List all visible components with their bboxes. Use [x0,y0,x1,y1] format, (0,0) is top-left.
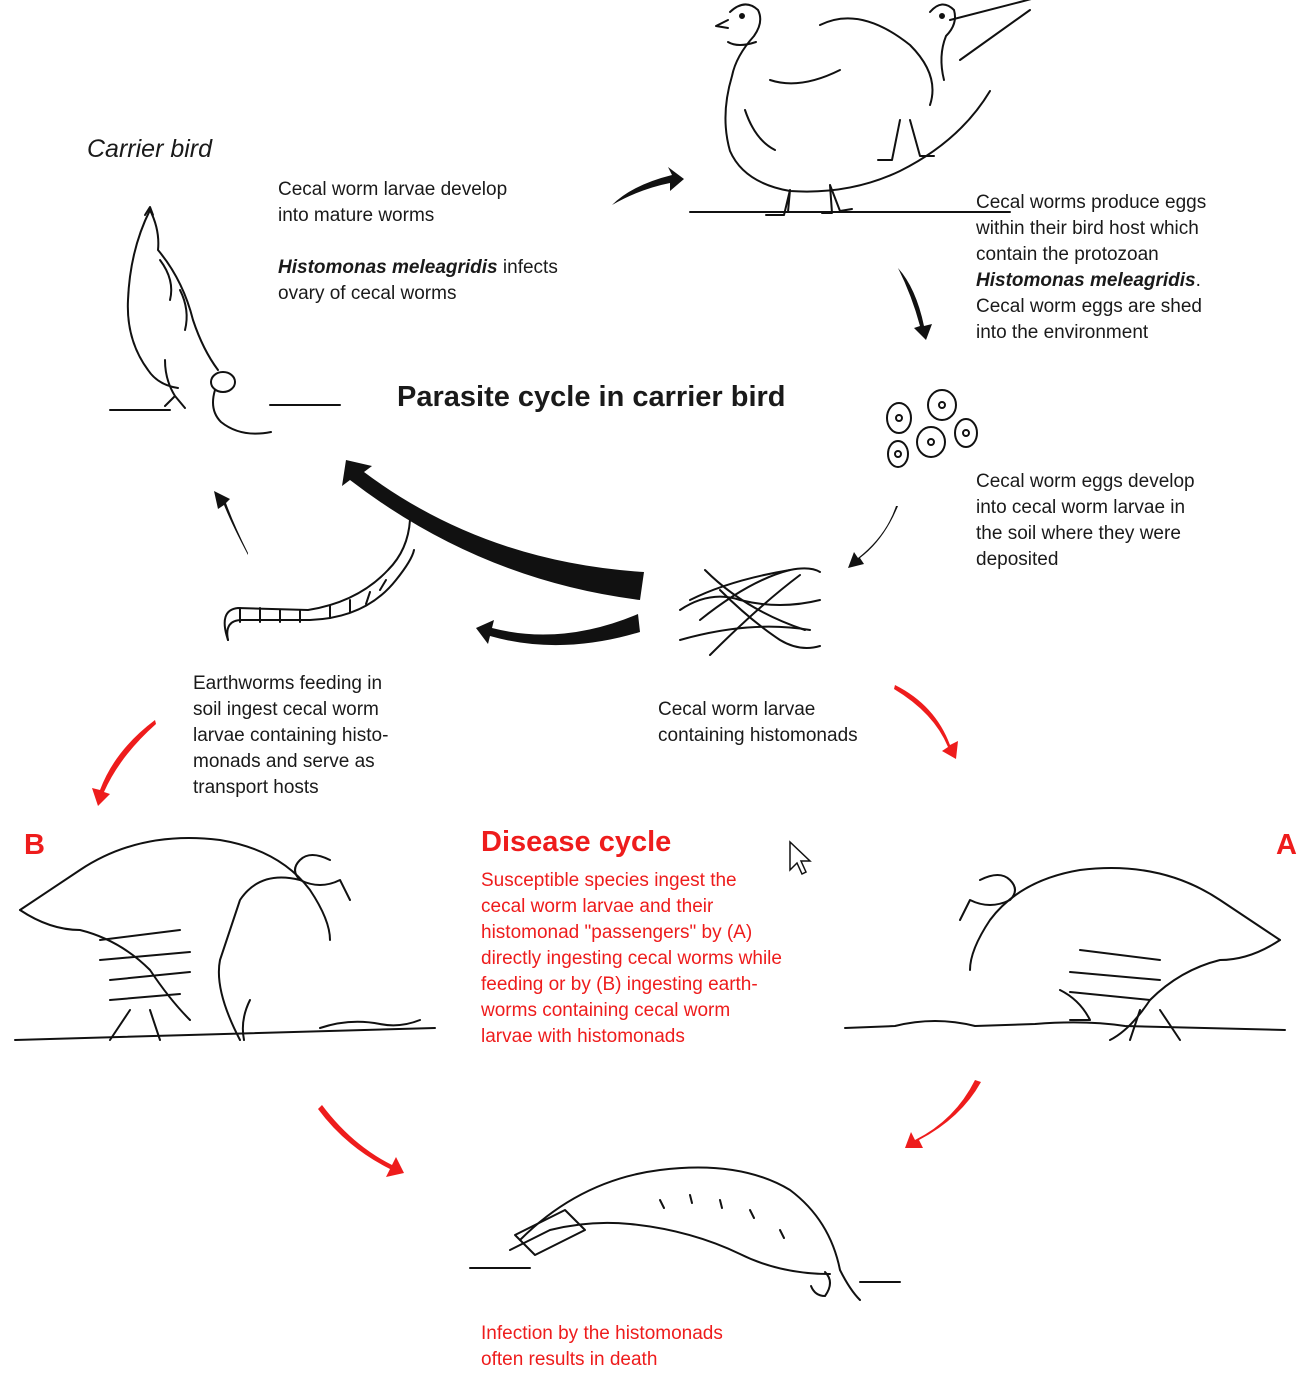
death-text: Infection by the histomonads often resul… [481,1321,723,1373]
ovary-text: ovary of cecal worms [278,283,456,304]
bird-a-illustration [845,868,1285,1040]
earthworm-illustration [225,520,414,640]
label-a: A [1276,829,1297,862]
eggs-produce-text: Cecal worms produce eggs within their bi… [976,190,1206,346]
histomonas-name: Histomonas meleagridis [278,257,498,278]
dead-bird-illustration [470,1168,900,1301]
eggs-shed-text: Cecal worm eggs are shed into the enviro… [976,296,1202,343]
infects-text: infects [498,257,558,278]
eggs-develop-text: Cecal worm eggs develop into cecal worm … [976,469,1195,573]
period: . [1196,270,1201,291]
cursor-icon [790,842,810,874]
pheasant-pair-illustration [690,0,1035,215]
label-b: B [24,829,45,862]
cecal-worm-larvae-illustration [680,568,820,655]
cecal-worm-eggs-illustration [887,390,977,467]
earthworms-text: Earthworms feeding in soil ingest cecal … [193,671,388,801]
carrier-bird-label: Carrier bird [87,136,212,162]
eggs-produce-line1: Cecal worms produce eggs within their bi… [976,192,1206,265]
parasite-cycle-title: Parasite cycle in carrier bird [397,380,786,414]
disease-cycle-title: Disease cycle [481,825,671,859]
histomonas-name-2: Histomonas meleagridis [976,270,1196,291]
disease-description-text: Susceptible species ingest the cecal wor… [481,868,782,1050]
histomonas-infects-text: Histomonas meleagridis infects ovary of c… [278,255,558,307]
larvae-develop-text: Cecal worm larvae develop into mature wo… [278,177,507,229]
bird-b-illustration [15,838,435,1040]
carrier-bird-illustration [110,207,340,434]
larvae-containing-text: Cecal worm larvae containing histomonads [658,697,858,749]
